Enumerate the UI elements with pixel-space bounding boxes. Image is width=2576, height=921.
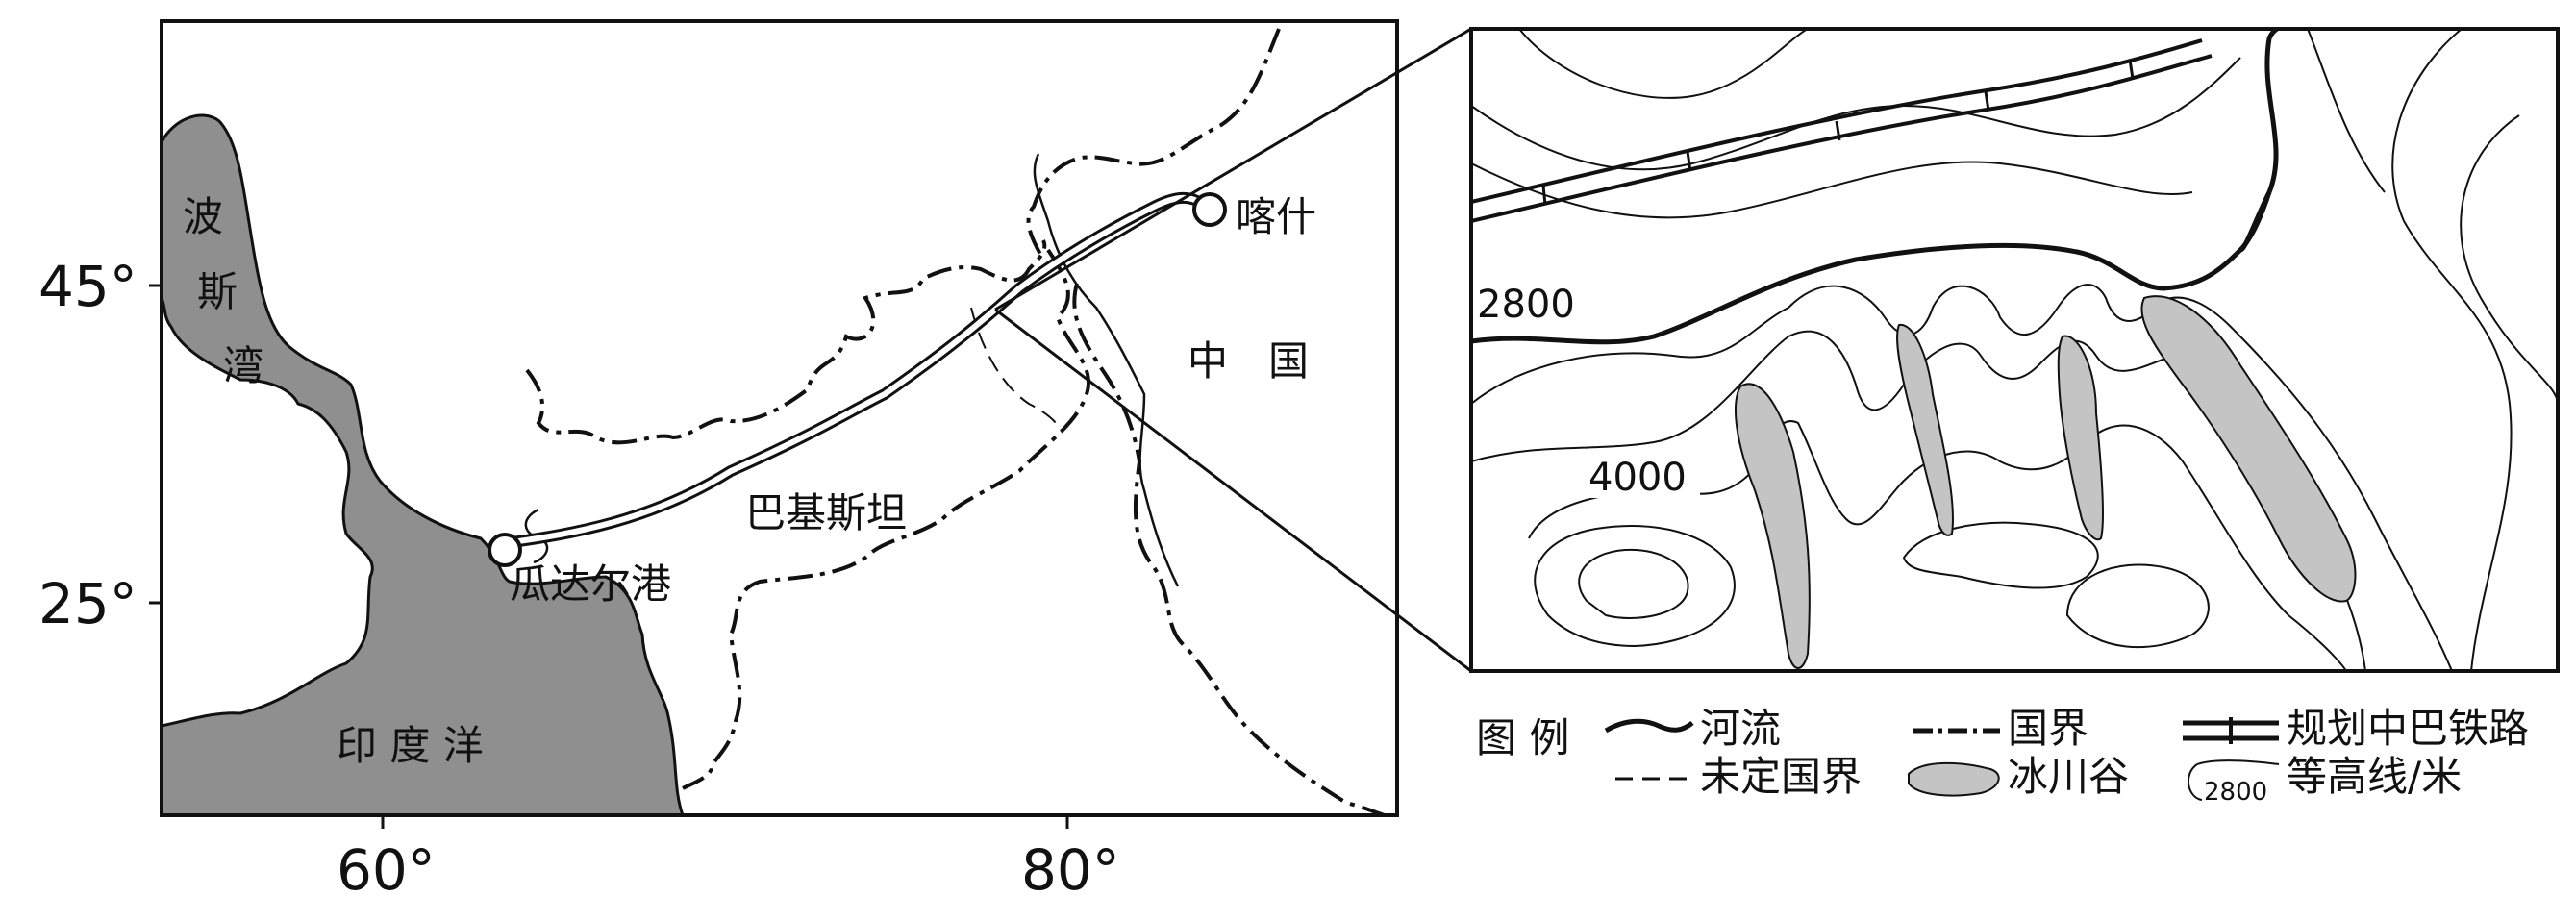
- glacial-valley: [2140, 295, 2357, 603]
- label-pakistan: 巴基斯坦: [745, 489, 907, 536]
- glacial-valley: [1735, 383, 1811, 669]
- legend-undetermined-border-label: 未定国界: [1700, 753, 1862, 800]
- national-borders: [525, 28, 1386, 817]
- legend-title: 图 例: [1476, 714, 1569, 761]
- contour-line: [2307, 29, 2386, 193]
- legend-glacial-valley-symbol: [1908, 761, 2000, 797]
- main-map: 45° 25° 60° 80° 波 斯 湾 印 度 洋 巴基斯坦 中 国 喀什 …: [38, 19, 1472, 903]
- zoom-line-top: [994, 27, 1472, 311]
- label-indian-ocean: 印 度 洋: [337, 722, 484, 769]
- border-pakistan-west: [525, 239, 1047, 445]
- legend: 图 例 河流 国界 规划中巴铁路 未定国界 冰川谷 2800 等高线/米: [1476, 705, 2529, 807]
- legend-railway-label: 规划中巴铁路: [2287, 705, 2529, 752]
- contour-line: [1578, 548, 1689, 619]
- legend-contour-label: 等高线/米: [2287, 753, 2462, 800]
- inset-railway-tick: [1835, 120, 1841, 141]
- contour-line: [1534, 525, 1736, 648]
- sea-area: [160, 113, 686, 817]
- gwadar-marker: [488, 533, 522, 567]
- inset-railway-tick: [1541, 185, 1547, 206]
- inset-railway-line-a: [1470, 38, 2203, 204]
- contour-lines: [1471, 29, 2558, 671]
- contour-line: [2460, 114, 2558, 405]
- inset-frame: [1469, 27, 2560, 673]
- border-china-north: [1026, 28, 1281, 261]
- legend-river-symbol: [1604, 718, 1694, 734]
- lon-label-60: 60°: [337, 837, 436, 903]
- label-kashgar: 喀什: [1236, 193, 1316, 240]
- contour-2800: [1471, 191, 2272, 345]
- lat-label-25: 25°: [38, 571, 138, 636]
- railway-main-inner: [504, 194, 1210, 546]
- legend-glacial-valley-label: 冰川谷: [2008, 753, 2129, 800]
- lon-label-80: 80°: [1021, 837, 1120, 903]
- main-map-frame: [160, 19, 1399, 817]
- glacial-valleys: [1735, 295, 2357, 669]
- contour-line: [2391, 29, 2513, 671]
- lat-label-45: 45°: [38, 254, 138, 319]
- glacial-valley: [1896, 323, 1954, 536]
- contour-line: [1471, 284, 2453, 671]
- contour-label-4000: 4000: [1588, 456, 1687, 500]
- legend-contour-sample: 2800: [2204, 778, 2267, 807]
- label-gwadar: 瓜达尔港: [510, 560, 671, 608]
- label-persian-gulf-3: 湾: [223, 342, 263, 389]
- river-indus: [1033, 153, 1180, 587]
- kashgar-marker: [1192, 192, 1227, 227]
- contour-line: [1518, 29, 1809, 99]
- contour-line: [2065, 563, 2210, 649]
- inset-railway-tick: [2128, 59, 2135, 80]
- legend-railway-symbol: [2183, 717, 2279, 744]
- legend-contour-symbol: [2188, 759, 2280, 801]
- label-china: 中 国: [1188, 337, 1309, 385]
- label-persian-gulf-2: 斯: [197, 268, 238, 315]
- label-persian-gulf-1: 波: [183, 193, 223, 240]
- contour-line: [1471, 161, 2193, 219]
- inset-railway-tick: [1686, 151, 1692, 172]
- border-india-china: [1072, 283, 1386, 817]
- zoom-line-bottom: [994, 308, 1472, 673]
- inset-railway-line-b: [1470, 54, 2213, 223]
- contour-line: [1902, 521, 2099, 589]
- inset-railway-tick: [1984, 90, 1990, 112]
- contour-line: [1528, 420, 2347, 671]
- river-inset: [2238, 29, 2279, 253]
- glacial-valley: [2057, 335, 2105, 541]
- border-pakistan-south: [682, 248, 1090, 790]
- inset-railway: [1470, 38, 2213, 223]
- inset-map: 2800 4000: [1469, 27, 2560, 673]
- undetermined-border: [970, 307, 1063, 434]
- legend-national-border-label: 国界: [2008, 705, 2088, 752]
- legend-river-label: 河流: [1700, 705, 1781, 752]
- contour-label-2800: 2800: [1477, 283, 1575, 327]
